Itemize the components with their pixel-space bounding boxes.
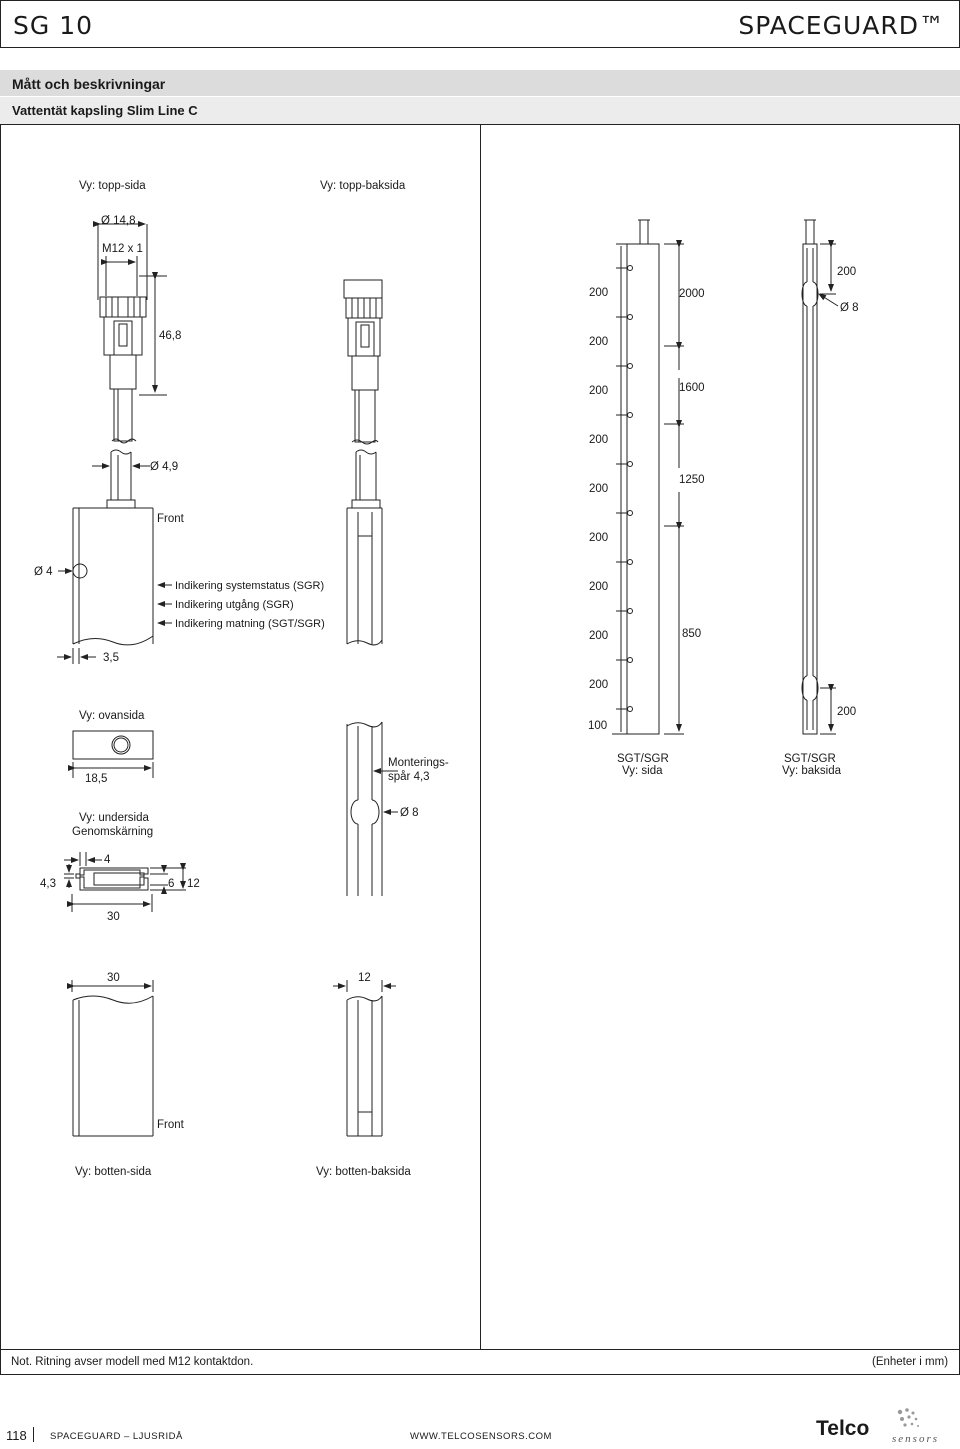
sgt-back-label-2: Vy: baksida — [782, 765, 842, 777]
page-number: 118 — [6, 1428, 27, 1443]
section-title-band: Mått och beskrivningar — [0, 70, 960, 96]
tower-beam-dot — [627, 314, 633, 320]
section-title: Mått och beskrivningar — [12, 76, 166, 92]
sgt-side-view — [612, 219, 684, 735]
technical-drawing: Ø 14,8 M12 x 1 46,8 Ø 4,9 Front — [0, 124, 960, 1375]
tower-beam-dot — [627, 461, 633, 467]
sgt-back-label-1: SGT/SGR — [784, 753, 836, 765]
logo-text: Telco — [816, 1417, 869, 1440]
dim-46-8: 46,8 — [159, 330, 181, 342]
dim-tower-100: 100 — [588, 720, 607, 732]
dim-30: 30 — [107, 911, 120, 923]
footer-separator — [33, 1427, 34, 1442]
dim-height-1250: 1250 — [679, 474, 705, 486]
tower-beam-dot — [627, 265, 633, 271]
sgt-side-label-1: SGT/SGR — [617, 753, 669, 765]
dim-led-diameter-4: Ø 4 — [34, 566, 53, 578]
dim-thread-m12: M12 x 1 — [102, 243, 143, 255]
upper-view — [68, 730, 154, 778]
view-under-label-1: Vy: undersida — [79, 812, 149, 824]
tower-beam-dot — [627, 608, 633, 614]
section-subtitle-band: Vattentät kapsling Slim Line C — [0, 97, 960, 124]
top-back-connector — [343, 279, 383, 445]
dim-6: 6 — [168, 878, 174, 890]
note-text: Not. Ritning avser modell med M12 kontak… — [11, 1356, 253, 1368]
label-front: Front — [157, 513, 185, 525]
tower-beam-dot — [627, 657, 633, 663]
sgt-side-label-2: Vy: sida — [622, 765, 663, 777]
dim-4-3: 4,3 — [40, 878, 56, 890]
dim-4: 4 — [104, 854, 111, 866]
dim-diameter-14-8: Ø 14,8 — [101, 215, 136, 227]
dim-18-5: 18,5 — [85, 773, 107, 785]
dim-back-200-top: 200 — [837, 266, 856, 278]
label-groove-2: spår 4,3 — [388, 771, 430, 783]
dim-bottom-30: 30 — [107, 972, 120, 984]
tower-spacing-label: 200 — [589, 630, 608, 642]
page-header: SG 10 SPACEGUARD™ — [0, 0, 960, 48]
dim-12: 12 — [187, 878, 200, 890]
view-bottom-side-label: Vy: botten-sida — [75, 1166, 152, 1178]
sgt-back-view — [801, 219, 839, 735]
top-side-connector — [93, 221, 167, 444]
dim-height-1600: 1600 — [679, 382, 705, 394]
dim-height-850: 850 — [682, 628, 701, 640]
tower-beam-dot — [627, 510, 633, 516]
label-front-bottom: Front — [157, 1119, 185, 1131]
tower-beam-dot — [627, 412, 633, 418]
label-indication-status: Indikering systemstatus (SGR) — [175, 580, 324, 592]
tower-spacing-label: 200 — [589, 581, 608, 593]
telco-logo: Telco sensors — [816, 1408, 939, 1444]
dim-cable-4-9: Ø 4,9 — [150, 461, 178, 473]
bottom-back-view — [333, 980, 396, 1137]
tower-spacing-label: 200 — [589, 434, 608, 446]
dim-height-2000: 2000 — [679, 288, 705, 300]
back-view-upper — [346, 449, 383, 646]
dim-back-hole-8: Ø 8 — [840, 302, 859, 314]
groove-view — [346, 721, 398, 896]
page-footer: 118 SPACEGUARD – LJUSRIDÅ WWW.TELCOSENSO… — [0, 1398, 960, 1449]
bottom-side-view — [67, 980, 154, 1137]
view-upper-label: Vy: ovansida — [79, 710, 145, 722]
view-top-side-label: Vy: topp-sida — [79, 180, 146, 192]
view-top-back-label: Vy: topp-baksida — [320, 180, 406, 192]
dim-3-5: 3,5 — [103, 652, 119, 664]
tower-beam-dot — [627, 559, 633, 565]
tower-spacing-label: 200 — [589, 287, 608, 299]
dim-back-200-bottom: 200 — [837, 706, 856, 718]
tower-beam-dot — [627, 706, 633, 712]
tower-beam-dot — [627, 363, 633, 369]
tower-spacing-label: 200 — [589, 679, 608, 691]
view-under-label-2: Genomskärning — [72, 826, 153, 838]
view-bottom-back-label: Vy: botten-baksida — [316, 1166, 411, 1178]
label-groove-1: Monterings- — [388, 757, 449, 769]
dim-groove-8: Ø 8 — [400, 807, 419, 819]
tower-spacing-label: 200 — [589, 385, 608, 397]
header-model: SG 10 — [13, 11, 93, 40]
front-view — [57, 449, 172, 664]
cross-section — [64, 852, 186, 912]
dim-bottom-12: 12 — [358, 972, 371, 984]
section-subtitle: Vattentät kapsling Slim Line C — [12, 103, 198, 118]
tower-spacing-label: 200 — [589, 483, 608, 495]
label-indication-output: Indikering utgång (SGR) — [175, 599, 294, 611]
label-indication-power: Indikering matning (SGT/SGR) — [175, 618, 325, 630]
footer-url: WWW.TELCOSENSORS.COM — [410, 1431, 552, 1442]
units-note: (Enheter i mm) — [872, 1356, 948, 1368]
tower-spacing-label: 200 — [589, 532, 608, 544]
logo-subtext: sensors — [892, 1433, 939, 1444]
header-brand: SPACEGUARD™ — [738, 11, 945, 40]
tower-spacing-label: 200 — [589, 336, 608, 348]
footer-section: SPACEGUARD – LJUSRIDÅ — [50, 1431, 183, 1442]
